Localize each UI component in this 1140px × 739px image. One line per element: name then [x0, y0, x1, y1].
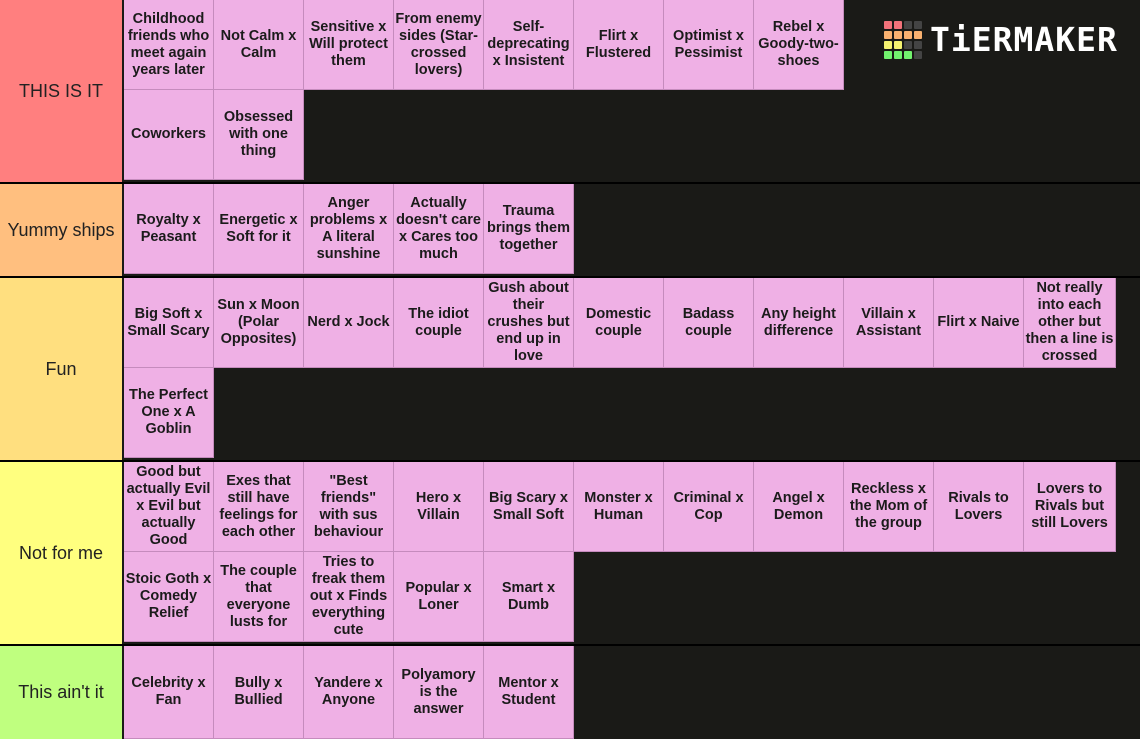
tier-label[interactable]: THIS IS IT: [0, 0, 124, 182]
tier-item[interactable]: Yandere x Anyone: [304, 646, 394, 739]
tiermaker-logo: TiERMAKER: [884, 20, 1118, 60]
tier-item[interactable]: Nerd x Jock: [304, 278, 394, 368]
tiermaker-grid-icon: [884, 21, 922, 59]
tier-item[interactable]: Stoic Goth x Comedy Relief: [124, 552, 214, 642]
tier-item[interactable]: Domestic couple: [574, 278, 664, 368]
tier-item[interactable]: Angel x Demon: [754, 462, 844, 552]
tier-item[interactable]: Not Calm x Calm: [214, 0, 304, 90]
tier-items: Big Soft x Small Scary Sun x Moon (Polar…: [124, 278, 1140, 460]
tier-label[interactable]: This ain't it: [0, 646, 124, 739]
tier-item[interactable]: Sun x Moon (Polar Opposites): [214, 278, 304, 368]
tier-item[interactable]: The Perfect One x A Goblin: [124, 368, 214, 458]
tier-item[interactable]: Actually doesn't care x Cares too much: [394, 184, 484, 274]
tier-item[interactable]: Criminal x Cop: [664, 462, 754, 552]
tier-item[interactable]: Monster x Human: [574, 462, 664, 552]
tier-item[interactable]: Badass couple: [664, 278, 754, 368]
tier-item[interactable]: Lovers to Rivals but still Lovers: [1024, 462, 1116, 552]
tier-item[interactable]: Royalty x Peasant: [124, 184, 214, 274]
tier-item[interactable]: Rivals to Lovers: [934, 462, 1024, 552]
tier-item[interactable]: Trauma brings them together: [484, 184, 574, 274]
tier-label[interactable]: Yummy ships: [0, 184, 124, 276]
tier-item[interactable]: Good but actually Evil x Evil but actual…: [124, 462, 214, 552]
tier-item[interactable]: Optimist x Pessimist: [664, 0, 754, 90]
tier-items: Good but actually Evil x Evil but actual…: [124, 462, 1140, 644]
tier-row-yummy-ships: Yummy ships Royalty x Peasant Energetic …: [0, 184, 1140, 278]
tier-item[interactable]: Sensitive x Will protect them: [304, 0, 394, 90]
tier-row-fun: Fun Big Soft x Small Scary Sun x Moon (P…: [0, 278, 1140, 462]
tier-item[interactable]: The couple that everyone lusts for: [214, 552, 304, 642]
tier-label[interactable]: Not for me: [0, 462, 124, 644]
tier-item[interactable]: Mentor x Student: [484, 646, 574, 739]
tier-item[interactable]: Coworkers: [124, 90, 214, 180]
tier-item[interactable]: Obsessed with one thing: [214, 90, 304, 180]
tier-item[interactable]: Flirt x Flustered: [574, 0, 664, 90]
tier-item[interactable]: Exes that still have feelings for each o…: [214, 462, 304, 552]
tier-item[interactable]: Rebel x Goody-two-shoes: [754, 0, 844, 90]
tiermaker-wordmark: TiERMAKER: [930, 20, 1118, 59]
tier-item[interactable]: Bully x Bullied: [214, 646, 304, 739]
tier-item[interactable]: Big Soft x Small Scary: [124, 278, 214, 368]
tier-item[interactable]: Gush about their crushes but end up in l…: [484, 278, 574, 368]
tier-item[interactable]: From enemy sides (Star-crossed lovers): [394, 0, 484, 90]
tier-item[interactable]: The idiot couple: [394, 278, 484, 368]
tier-row-this-is-it: THIS IS IT Childhood friends who meet ag…: [0, 0, 1140, 184]
tier-label[interactable]: Fun: [0, 278, 124, 460]
tier-item[interactable]: Polyamory is the answer: [394, 646, 484, 739]
tier-item[interactable]: Childhood friends who meet again years l…: [124, 0, 214, 90]
tier-item[interactable]: Any height difference: [754, 278, 844, 368]
tier-item[interactable]: Popular x Loner: [394, 552, 484, 642]
tier-item[interactable]: Hero x Villain: [394, 462, 484, 552]
tier-items: Celebrity x Fan Bully x Bullied Yandere …: [124, 646, 1140, 739]
tier-item[interactable]: Anger problems x A literal sunshine: [304, 184, 394, 274]
tier-item[interactable]: Villain x Assistant: [844, 278, 934, 368]
tier-items: Royalty x Peasant Energetic x Soft for i…: [124, 184, 1140, 276]
tier-item[interactable]: Energetic x Soft for it: [214, 184, 304, 274]
tier-item[interactable]: Not really into each other but then a li…: [1024, 278, 1116, 368]
tier-item[interactable]: Big Scary x Small Soft: [484, 462, 574, 552]
tier-row-this-aint-it: This ain't it Celebrity x Fan Bully x Bu…: [0, 646, 1140, 739]
tier-row-not-for-me: Not for me Good but actually Evil x Evil…: [0, 462, 1140, 646]
tier-item[interactable]: Flirt x Naive: [934, 278, 1024, 368]
tier-item[interactable]: Self-deprecating x Insistent: [484, 0, 574, 90]
tier-item[interactable]: Tries to freak them out x Finds everythi…: [304, 552, 394, 642]
tier-item[interactable]: Reckless x the Mom of the group: [844, 462, 934, 552]
tier-item[interactable]: Celebrity x Fan: [124, 646, 214, 739]
tier-item[interactable]: Smart x Dumb: [484, 552, 574, 642]
tier-item[interactable]: "Best friends" with sus behaviour: [304, 462, 394, 552]
tier-items: Childhood friends who meet again years l…: [124, 0, 1140, 182]
